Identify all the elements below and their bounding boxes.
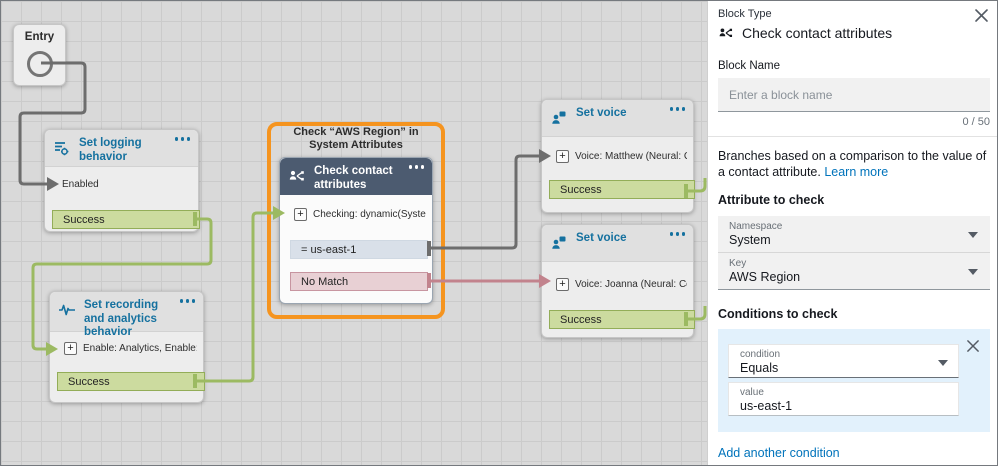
value-label: value [740,387,764,398]
block-type-label: Block Type [718,8,772,20]
add-another-condition-link[interactable]: Add another condition [718,446,840,460]
block-header: Set recording and analytics behavior [50,292,203,338]
panel-description: Branches based on a comparison to the va… [718,148,990,180]
parameter-label: Checking: dynamic(System... [313,209,426,220]
value-text: us-east-1 [740,399,793,413]
branch-label: = us-east-1 [301,244,357,256]
condition-card: condition Equals value us-east-1 [718,329,990,432]
branch-label: Success [560,314,602,326]
block-header: Set voice [542,225,693,262]
entry-title: Entry [24,31,55,43]
description-text: Branches based on a comparison to the va… [718,149,987,179]
panel-divider [708,136,997,137]
block-title: Set voice [576,107,627,119]
namespace-value: System [729,233,771,247]
expand-plus-icon[interactable]: + [64,342,77,355]
block-title: Check contact attributes [314,165,393,191]
block-name-label: Block Name [718,60,780,72]
branch-label: Success [68,376,110,388]
block-name-input[interactable] [718,78,990,112]
check-attributes-icon [289,170,304,181]
block-menu-dots-icon[interactable] [179,299,195,303]
learn-more-link[interactable]: Learn more [824,165,889,179]
success-branch[interactable]: Success [52,210,200,229]
block-set-voice-2[interactable]: Set voice + Voice: Joanna (Neural: Co...… [541,224,695,338]
analytics-waveform-icon [59,304,75,316]
block-set-recording-analytics[interactable]: Set recording and analytics behavior + E… [49,291,205,403]
block-parameter-row: Enabled [62,179,192,190]
expand-plus-icon[interactable]: + [294,208,307,221]
block-header: Set voice [542,100,693,137]
block-set-logging-behavior[interactable]: Set logging behavior Enabled Success [44,129,200,232]
attribute-to-check-heading: Attribute to check [718,193,825,207]
block-menu-dots-icon[interactable] [408,165,424,169]
char-counter: 0 / 50 [962,116,990,128]
branch-label: Success [63,214,105,226]
expand-plus-icon[interactable]: + [556,150,569,163]
key-label: Key [729,258,747,269]
block-parameter-row: + Enable: Analytics, Enable: ... [64,342,197,355]
close-panel-icon[interactable] [974,8,989,23]
key-value: AWS Region [729,270,801,284]
block-title: Set logging behavior [79,137,142,163]
expand-plus-icon[interactable]: + [556,278,569,291]
block-title: Set recording and analytics behavior [84,299,159,339]
key-select[interactable]: Key AWS Region [718,253,990,290]
condition-select[interactable]: condition Equals [728,344,959,378]
parameter-label: Enabled [62,179,99,190]
block-title: Set voice [576,232,627,244]
check-block-caption: Check “AWS Region” in System Attributes [273,126,439,152]
flow-canvas[interactable]: Check “AWS Region” in System Attributes … [1,1,707,465]
block-set-voice-1[interactable]: Set voice + Voice: Matthew (Neural: C...… [541,99,695,213]
parameter-label: Voice: Joanna (Neural: Co... [575,279,687,290]
block-header: Set logging behavior [45,130,198,167]
equals-branch[interactable]: = us-east-1 [290,240,428,259]
block-menu-dots-icon[interactable] [669,232,685,236]
success-branch[interactable]: Success [549,180,695,199]
block-menu-dots-icon[interactable] [174,137,190,141]
namespace-label: Namespace [729,221,783,232]
set-voice-icon [552,111,566,124]
block-settings-panel: Block Type Check contact attributes Bloc… [707,1,997,465]
success-branch[interactable]: Success [57,372,205,391]
branch-label: No Match [301,276,349,288]
condition-label: condition [740,349,781,360]
parameter-label: Enable: Analytics, Enable: ... [83,343,197,354]
no-match-branch[interactable]: No Match [290,272,428,291]
conditions-heading: Conditions to check [718,307,838,321]
condition-value: Equals [740,361,779,375]
chevron-down-icon [938,360,948,366]
block-check-contact-attributes[interactable]: Check contact attributes + Checking: dyn… [279,157,433,304]
entry-output-connector[interactable] [27,51,53,77]
condition-value-input[interactable]: value us-east-1 [728,382,959,416]
block-parameter-row: + Voice: Joanna (Neural: Co... [556,278,687,291]
remove-condition-icon[interactable] [966,339,980,353]
namespace-select[interactable]: Namespace System [718,216,990,253]
caption-line2: System Attributes [309,139,403,152]
logging-icon [55,142,69,156]
chevron-down-icon [968,269,978,275]
check-attributes-icon [719,28,733,37]
block-entry[interactable]: Entry [13,24,66,86]
caption-line1: Check “AWS Region” in [293,126,419,138]
block-parameter-row: + Voice: Matthew (Neural: C... [556,150,687,163]
set-voice-icon [552,236,566,249]
success-branch[interactable]: Success [549,310,695,329]
chevron-down-icon [968,232,978,238]
block-parameter-row: + Checking: dynamic(System... [294,208,426,221]
block-menu-dots-icon[interactable] [669,107,685,111]
panel-title: Check contact attributes [742,25,893,41]
branch-label: Success [560,184,602,196]
parameter-label: Voice: Matthew (Neural: C... [575,151,687,162]
block-header: Check contact attributes [280,158,432,195]
